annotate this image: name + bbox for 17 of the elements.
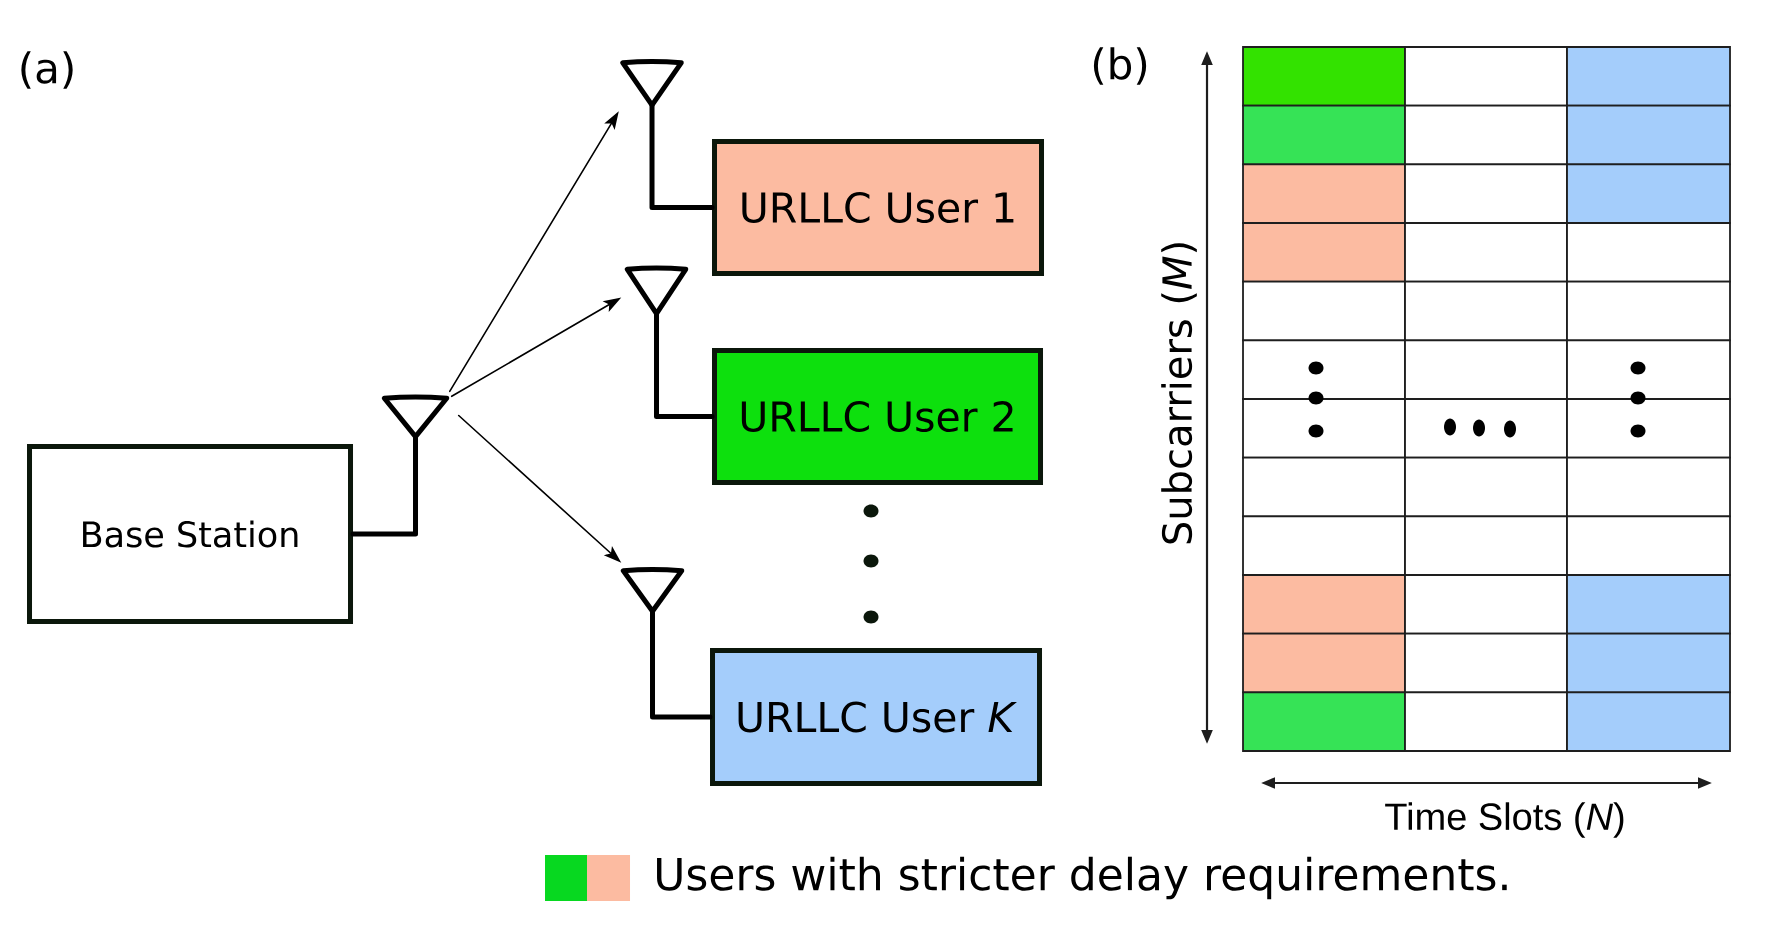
user-box: URLLC User 2 [712,348,1043,485]
user-box: URLLC User 1 [712,139,1044,276]
connector-line [650,608,713,720]
user-box: URLLC User K [710,648,1042,786]
antenna-symbol [620,566,685,614]
base-station-box: Base Station [27,444,353,624]
legend-text: Users with stricter delay requirements. [657,856,1507,900]
axis-label: Subcarriers (M) [1161,243,1197,544]
connector-line [649,102,715,210]
axis-label: Time Slots (N) [1385,802,1624,838]
connector-line [350,434,418,537]
antenna-symbol [381,394,450,440]
panel-label: (a) [21,51,73,89]
connector-line [654,311,715,419]
antenna-symbol [620,58,684,108]
antenna-symbol [624,265,689,317]
panel-label: (b) [1093,47,1147,85]
